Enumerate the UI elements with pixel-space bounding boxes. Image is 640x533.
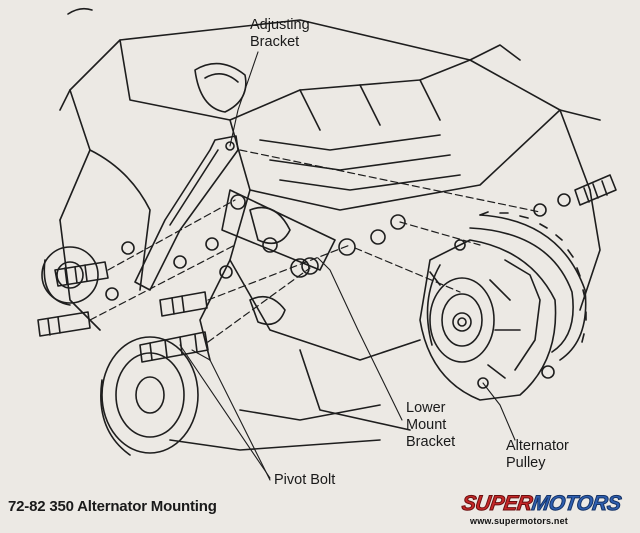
adjusting-bracket-label: Adjusting Bracket	[250, 17, 310, 51]
water-pump-pulley	[41, 246, 99, 306]
alternator-pulley-label-line2: Pulley	[506, 455, 546, 471]
figure-caption: 72-82 350 Alternator Mounting	[8, 498, 217, 515]
lower-mount-bracket-label-line1: Lower	[406, 400, 446, 416]
alternator-pulley-label: Alternator Pulley	[506, 438, 569, 472]
alignment-lines	[89, 149, 541, 343]
washers	[105, 193, 571, 301]
alternator	[419, 211, 587, 401]
lower-mount-bracket-label-line2: Mount	[406, 417, 447, 433]
adjusting-bracket-part	[134, 135, 239, 291]
logo-part-motors: MOTORS	[530, 492, 623, 516]
engine-block	[59, 7, 601, 451]
lower-mount-bracket-label-line3: Bracket	[406, 434, 456, 450]
adjusting-bracket-label-line2: Bracket	[250, 34, 300, 50]
supermotors-watermark: SUPERMOTORS www.supermotors.net	[458, 492, 636, 530]
logo-part-super: SUPER	[460, 492, 534, 516]
bolt-top-right	[574, 174, 617, 206]
adjusting-bracket-label-line1: Adjusting	[250, 17, 310, 33]
crank-pulley	[100, 336, 199, 456]
pivot-bolt-label: Pivot Bolt	[274, 472, 335, 489]
supermotors-logo: SUPERMOTORS	[460, 492, 623, 516]
watermark-url: www.supermotors.net	[470, 516, 568, 526]
pivot-bolt-label-text: Pivot Bolt	[274, 472, 336, 488]
alternator-pulley-label-line1: Alternator	[506, 438, 569, 454]
bolts-left	[37, 261, 209, 363]
lower-mount-bracket-label: Lower Mount Bracket	[406, 400, 455, 451]
callout-leaders	[179, 51, 516, 481]
